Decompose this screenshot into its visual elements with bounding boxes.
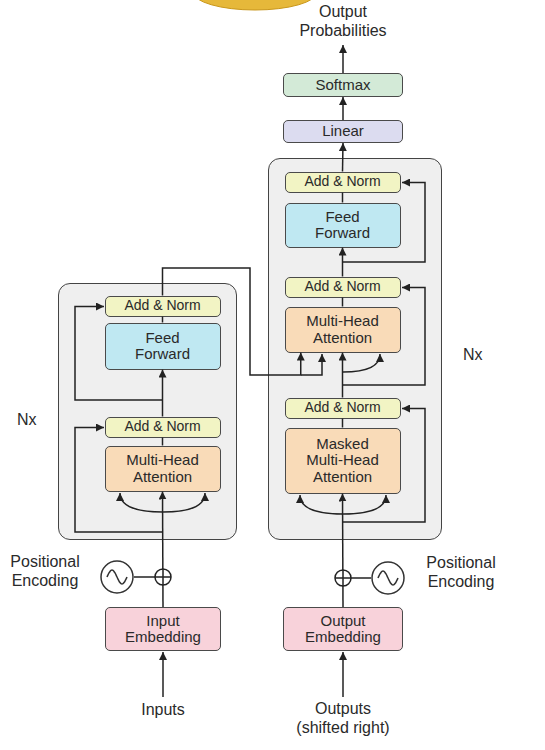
layer-name: Feed Forward: [301, 209, 385, 242]
input-label: Inputs: [123, 700, 203, 719]
positional-encoding-symbol: Positional Encoding: [371, 561, 405, 595]
layer-name: Multi-Head Attention: [301, 313, 385, 346]
repeat-count: Nx: [463, 345, 483, 364]
layer-name: Softmax: [301, 77, 385, 94]
layer-name: Multi-Head Attention: [121, 452, 205, 485]
add-norm-box: Add & Norm: [285, 398, 401, 419]
feed-forward-box: Feed Forward: [285, 203, 401, 248]
embedding-box: Output Embedding: [283, 607, 403, 651]
output-arrow: [342, 45, 344, 73]
layer-name: Feed Forward: [121, 330, 205, 363]
sine-wave: [107, 570, 127, 584]
input-arrow: [342, 652, 344, 697]
symbol-outline: [371, 561, 405, 595]
layer-name: Masked Multi-Head Attention: [301, 436, 385, 486]
softmax-box: Softmax: [283, 73, 403, 97]
output-label: Output Probabilities: [287, 2, 399, 40]
attention-box: Multi-Head Attention: [105, 446, 221, 492]
add-norm-box: Add & Norm: [285, 277, 401, 298]
flow-connector: [342, 97, 344, 120]
add-symbol: [335, 570, 351, 586]
layer-name: Add & Norm: [124, 419, 200, 434]
layer-name: Add & Norm: [304, 279, 380, 294]
add-norm-box: Add & Norm: [105, 296, 221, 317]
layer-name: Add & Norm: [304, 400, 380, 415]
input-arrow: [162, 652, 164, 697]
masked-attention-box: Masked Multi-Head Attention: [285, 428, 401, 494]
input-label: Outputs (shifted right): [288, 699, 398, 737]
feed-forward-box: Feed Forward: [105, 323, 221, 370]
add-norm-box: Add & Norm: [285, 172, 401, 193]
symbol-outline: [100, 560, 134, 594]
add-symbol: [155, 569, 171, 585]
layer-name: Input Embedding: [121, 613, 205, 646]
symbol-label: Positional Encoding: [0, 552, 90, 590]
layer-name: Add & Norm: [304, 174, 380, 189]
layer-name: Add & Norm: [124, 298, 200, 313]
add-norm-box: Add & Norm: [105, 417, 221, 438]
symbol-circle: [101, 561, 133, 593]
embedding-box: Input Embedding: [105, 607, 221, 651]
add-symbol: [335, 570, 351, 586]
positional-link: [134, 576, 155, 578]
attention-box: Multi-Head Attention: [285, 307, 401, 353]
positional-encoding-symbol: Positional Encoding: [100, 560, 134, 594]
add-symbol: [155, 569, 171, 585]
repeat-count: Nx: [17, 410, 37, 429]
symbol-circle: [372, 562, 404, 594]
decoder-stack: NxAdd & NormFeed ForwardAdd & NormMulti-…: [268, 158, 442, 540]
encoder-stack: NxAdd & NormFeed ForwardAdd & NormMulti-…: [58, 283, 237, 540]
layer-name: Output Embedding: [301, 613, 385, 646]
layer-name: Linear: [301, 123, 385, 140]
gold-decoration: [193, 0, 317, 10]
positional-link: [351, 577, 371, 579]
symbol-label: Positional Encoding: [415, 553, 507, 591]
linear-box: Linear: [283, 120, 403, 143]
sine-wave: [378, 571, 398, 585]
